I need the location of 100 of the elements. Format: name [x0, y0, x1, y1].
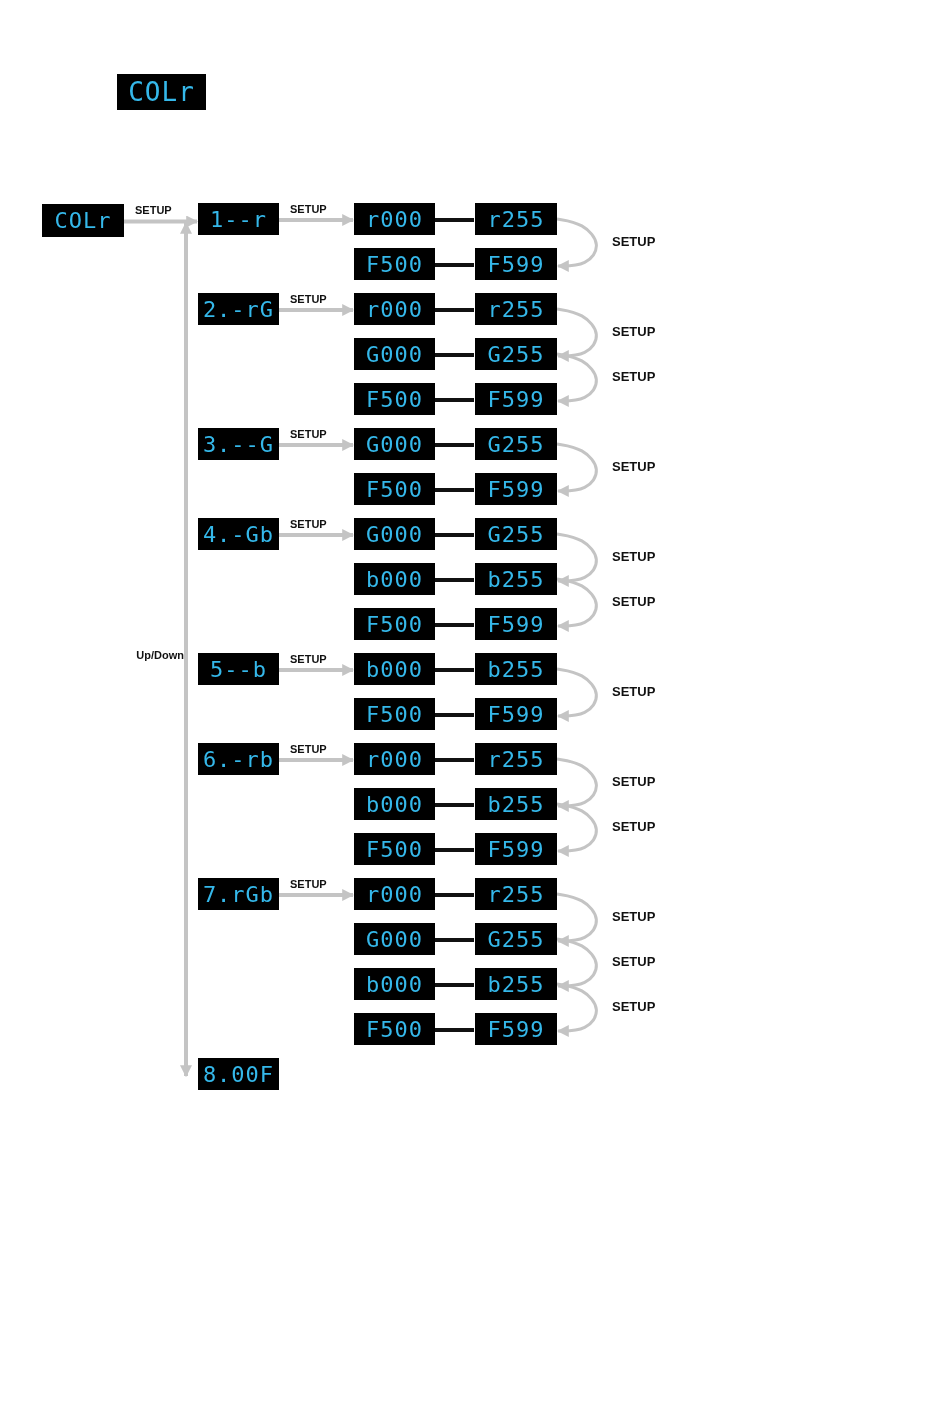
connector-line: [435, 893, 474, 897]
arrow: [556, 757, 598, 812]
display-panel: [354, 293, 435, 325]
display-panel: [475, 878, 557, 910]
connector-line: [435, 848, 474, 852]
connector-line: [435, 353, 474, 357]
display-readout: G000: [366, 926, 423, 952]
connector-line: [435, 803, 474, 807]
edge-label: SETUP: [290, 519, 327, 530]
display-readout: 8.00F: [202, 1061, 275, 1087]
arrow: [556, 577, 598, 632]
display-panel: [475, 608, 557, 640]
edge-label: SETUP: [612, 459, 656, 473]
display-readout: r000: [366, 206, 423, 232]
display-panel: [475, 338, 557, 370]
display-readout: F500: [366, 701, 423, 727]
arrow: [279, 889, 355, 901]
edge-label: SETUP: [612, 234, 656, 248]
display-panel: [354, 968, 435, 1000]
connector-line: [435, 263, 474, 267]
connector-line: [435, 668, 474, 672]
display-readout: b000: [366, 791, 423, 817]
edge-label: SETUP: [612, 774, 656, 788]
arrow: [556, 532, 598, 587]
connector-line: [435, 623, 474, 627]
display-readout: 6.-rb: [202, 746, 275, 772]
display-readout: F500: [366, 251, 423, 277]
display-readout: r000: [366, 746, 423, 772]
display-panel: [354, 698, 435, 730]
edge-label: SETUP: [290, 204, 327, 215]
display-panel: [475, 968, 557, 1000]
connector-line: [435, 533, 474, 537]
display-panel: [475, 203, 557, 235]
edge-label: SETUP: [612, 369, 656, 383]
display-readout: F599: [487, 836, 545, 862]
arrow: [556, 937, 598, 992]
arrow: [556, 307, 598, 362]
edge-label: SETUP: [290, 294, 327, 305]
display-readout: F599: [487, 701, 545, 727]
display-readout: r000: [366, 881, 423, 907]
display-panel: [354, 563, 435, 595]
display-readout: 4.-Gb: [202, 521, 275, 547]
connector-line: [435, 938, 474, 942]
display-readout: F500: [366, 836, 423, 862]
arrow: [180, 221, 192, 1078]
display-readout: F599: [487, 1016, 545, 1042]
display-panel: [354, 248, 435, 280]
arrow: [556, 892, 598, 947]
display-panel: [354, 473, 435, 505]
display-readout: G255: [487, 341, 545, 367]
display-readout: r255: [487, 881, 545, 907]
display-readout: r255: [487, 296, 545, 322]
display-readout: 2.-rG: [202, 296, 275, 322]
display-readout: b255: [487, 971, 545, 997]
connector-line: [435, 443, 474, 447]
display-readout: F599: [487, 386, 545, 412]
display-panel: [354, 878, 435, 910]
display-readout: 1--r: [210, 206, 267, 232]
display-readout: b255: [487, 656, 545, 682]
connector-line: [435, 1028, 474, 1032]
display-panel: [475, 698, 557, 730]
display-panel: [475, 293, 557, 325]
arrow: [279, 214, 355, 226]
display-readout: G000: [366, 521, 423, 547]
display-panel: [42, 204, 124, 237]
edge-label: SETUP: [612, 999, 656, 1013]
display-readout: F500: [366, 476, 423, 502]
display-panel: [475, 653, 557, 685]
display-panel: [354, 608, 435, 640]
display-readout: F500: [366, 611, 423, 637]
connector-line: [435, 488, 474, 492]
display-panel: [475, 923, 557, 955]
display-panel: [475, 1013, 557, 1045]
edge-label: SETUP: [612, 549, 656, 563]
edge-label: SETUP: [290, 654, 327, 665]
display-panel: [354, 428, 435, 460]
display-readout: b000: [366, 566, 423, 592]
edge-label: SETUP: [612, 819, 656, 833]
arrow: [556, 217, 598, 272]
display-readout: b000: [366, 656, 423, 682]
display-readout: G255: [487, 431, 545, 457]
display-panel: [475, 833, 557, 865]
display-readout: b255: [487, 791, 545, 817]
display-panel: [354, 833, 435, 865]
edge-label: SETUP: [612, 594, 656, 608]
arrow: [279, 304, 355, 316]
display-panel: [354, 518, 435, 550]
connector-line: [435, 578, 474, 582]
display-panel: [354, 1013, 435, 1045]
display-readout: G255: [487, 926, 545, 952]
display-readout: r255: [487, 746, 545, 772]
display-readout: r000: [366, 296, 423, 322]
arrow: [556, 802, 598, 857]
display-panel: [354, 653, 435, 685]
display-panel: [475, 563, 557, 595]
arrow: [556, 352, 598, 407]
display-panel: [354, 338, 435, 370]
display-readout: b255: [487, 566, 545, 592]
arrow: [279, 664, 355, 676]
display-panel: [475, 383, 557, 415]
